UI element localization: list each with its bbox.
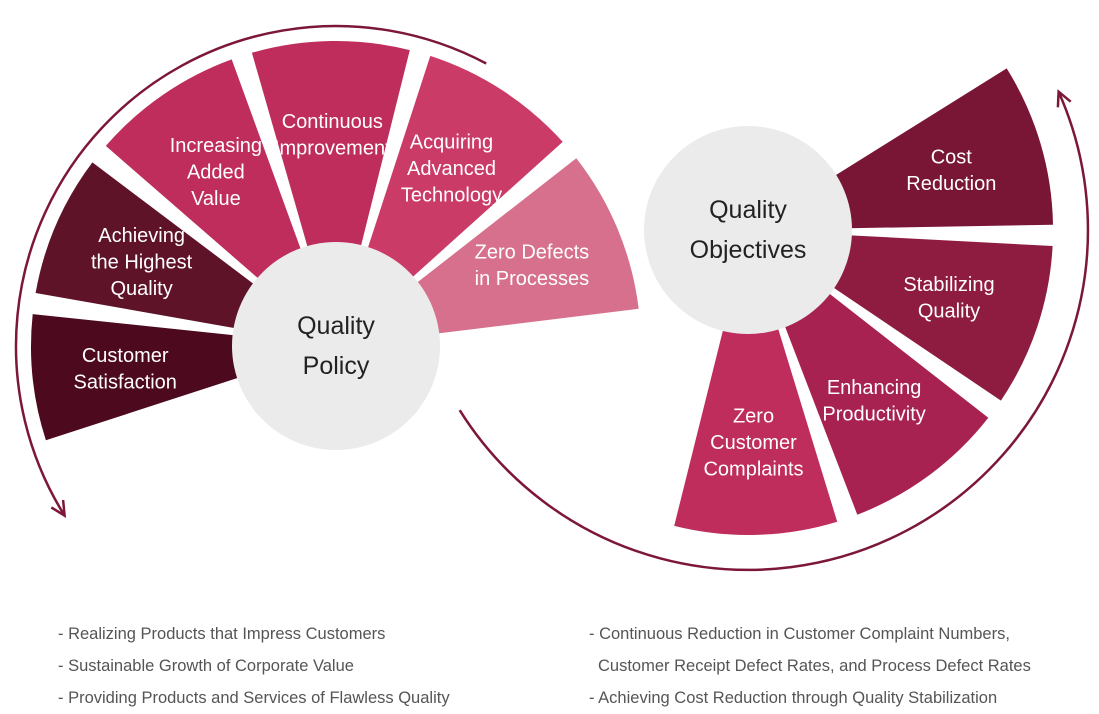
objectives-cycle-arc: [458, 91, 1090, 572]
policy-segment: [35, 162, 257, 329]
objectives-segment: [674, 325, 838, 535]
policy-segment: [414, 158, 639, 334]
objectives-segment: [830, 235, 1053, 401]
policy-segment: [31, 314, 241, 441]
objectives-bullet-list: - Continuous Reduction in Customer Compl…: [589, 618, 1031, 714]
policy-bullet: - Sustainable Growth of Corporate Value: [58, 657, 354, 675]
policy-segment: [105, 59, 302, 281]
objectives-segment: [783, 291, 989, 515]
policy-segment: [366, 55, 563, 280]
policy-bullet: - Realizing Products that Impress Custom…: [58, 625, 386, 643]
policy-bullet-list: - Realizing Products that Impress Custom…: [58, 618, 450, 714]
policy-segment: [251, 41, 410, 250]
objectives-cycle-arrowhead: [1056, 89, 1072, 108]
policy-cycle-arc: [14, 24, 487, 517]
objectives-segment: [832, 68, 1053, 229]
objectives-bullet: - Continuous Reduction in Customer Compl…: [589, 625, 1010, 643]
policy-bullet: - Providing Products and Services of Fla…: [58, 689, 450, 707]
objectives-bullet-continuation: Customer Receipt Defect Rates, and Proce…: [598, 657, 1031, 675]
cycle-arrows: [14, 24, 1090, 572]
objectives-bullet: - Achieving Cost Reduction through Quali…: [589, 689, 998, 707]
policy-cycle-arrowhead: [50, 499, 67, 518]
